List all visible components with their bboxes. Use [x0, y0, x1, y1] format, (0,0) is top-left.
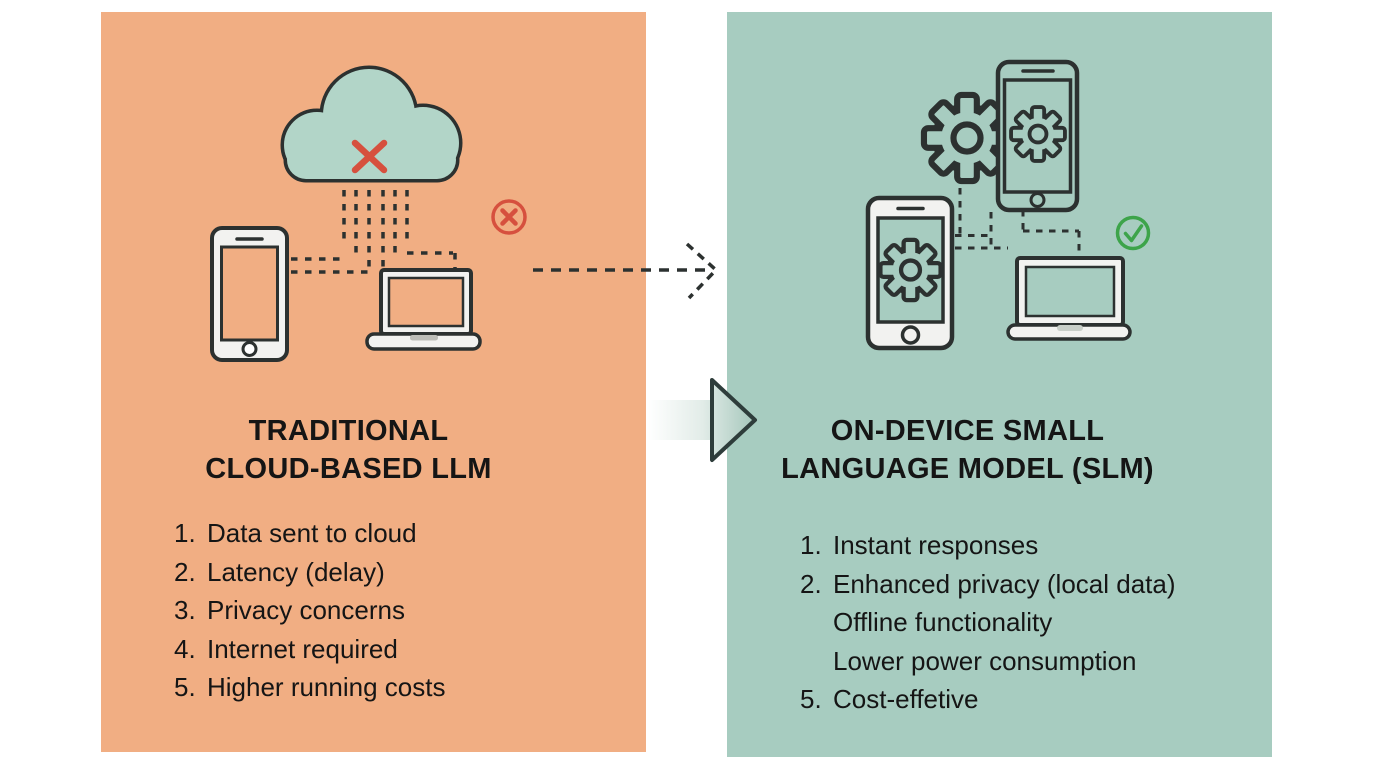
list-item: 2. Enhanced privacy (local data) [800, 565, 1176, 604]
item-number [800, 642, 833, 681]
item-text: Cost-effetive [833, 684, 979, 714]
right-panel-title: ON-DEVICE SMALL LANGUAGE MODEL (SLM) [727, 412, 1272, 488]
list-item: 5. Higher running costs [174, 668, 445, 707]
title-line: ON-DEVICE SMALL [830, 415, 1105, 447]
data-flow-dashes [291, 190, 457, 274]
list-item: 2. Latency (delay) [174, 553, 445, 592]
check-circle-icon [1115, 215, 1151, 251]
smartphone-icon [995, 59, 1080, 213]
item-number: 1. [174, 518, 196, 548]
data-flow-dashes [955, 188, 1081, 254]
list-item: 1. Instant responses [800, 526, 1176, 565]
item-text: Offline functionality [833, 607, 1053, 637]
list-item: 3. Privacy concerns [174, 591, 445, 630]
item-number: 5. [174, 672, 196, 702]
item-text: Higher running costs [207, 672, 446, 702]
item-number: 5. [800, 684, 822, 714]
title-line: TRADITIONAL [248, 415, 449, 447]
x-mark-icon [351, 139, 388, 174]
circle-x-icon [491, 199, 527, 235]
left-panel-illustration [210, 65, 527, 362]
on-device-panel: ON-DEVICE SMALL LANGUAGE MODEL (SLM) 1. … [727, 12, 1272, 757]
list-item: Lower power consumption [800, 642, 1176, 681]
item-text: Enhanced privacy (local data) [833, 568, 1176, 599]
gear-icon [880, 240, 940, 300]
left-panel-title: TRADITIONAL CLOUD-BASED LLM [101, 412, 646, 488]
smartphone-icon [210, 226, 289, 362]
gear-icon [1009, 105, 1067, 163]
item-text: Privacy concerns [207, 595, 405, 625]
item-number [800, 603, 833, 642]
item-number: 2. [174, 556, 196, 587]
smartphone-icon [865, 195, 955, 351]
list-item: 5. Cost-effetive [800, 680, 1176, 719]
left-panel-list: 1. Data sent to cloud 2. Latency (delay)… [174, 514, 445, 707]
item-number: 1. [800, 530, 822, 560]
laptop-icon [365, 268, 482, 351]
cloud-icon [280, 65, 463, 183]
item-number: 2. [800, 568, 822, 599]
list-item: Offline functionality [800, 603, 1176, 642]
title-line: LANGUAGE MODEL (SLM) [781, 453, 1154, 485]
item-text: Data sent to cloud [207, 518, 417, 548]
title-line: CLOUD-BASED LLM [205, 453, 492, 485]
item-number: 3. [174, 595, 196, 625]
list-item: 4. Internet required [174, 630, 445, 669]
right-panel-list: 1. Instant responses 2. Enhanced privacy… [800, 526, 1176, 719]
right-panel-illustration [865, 59, 1151, 351]
item-text: Latency (delay) [207, 556, 385, 587]
list-item: 1. Data sent to cloud [174, 514, 445, 553]
item-text: Instant responses [833, 530, 1039, 560]
item-text: Lower power consumption [833, 645, 1137, 676]
laptop-icon [1006, 256, 1132, 341]
item-number: 4. [174, 633, 196, 664]
item-text: Internet required [207, 633, 398, 664]
traditional-cloud-panel: TRADITIONAL CLOUD-BASED LLM 1. Data sent… [101, 12, 646, 752]
